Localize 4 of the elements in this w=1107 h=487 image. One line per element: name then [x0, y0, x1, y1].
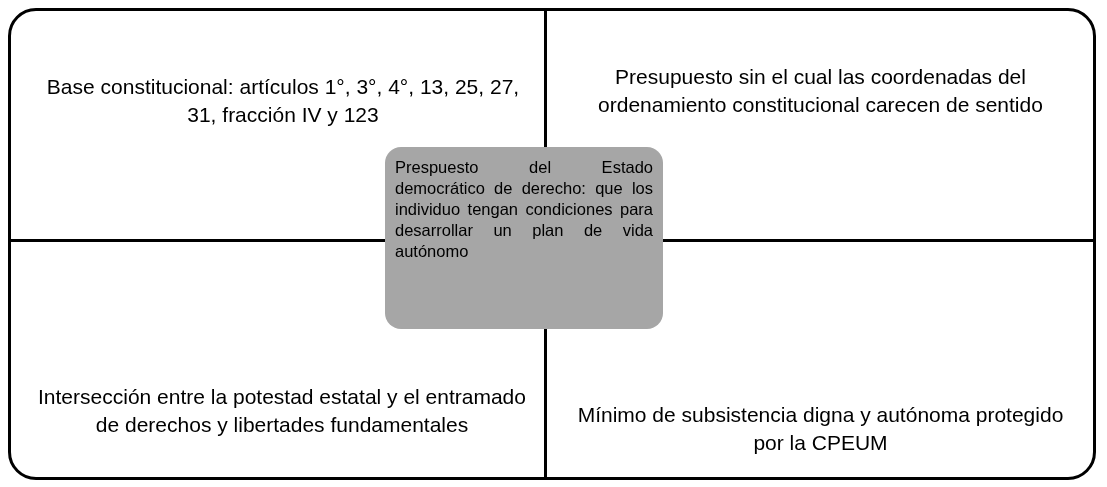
quadrant-text: Mínimo de subsistencia digna y autónoma protegido por la CPEUM [553, 381, 1088, 476]
center-box: Prespuesto del Estado democrático de derecho: que los individuo tengan condiciones para desarrollar un plan de vida autónomo [385, 147, 663, 329]
quadrant-text: Intersección entre la potestad estatal y el entramado de derechos y libertades fundamentales [17, 351, 547, 471]
outer-frame [8, 8, 1096, 480]
